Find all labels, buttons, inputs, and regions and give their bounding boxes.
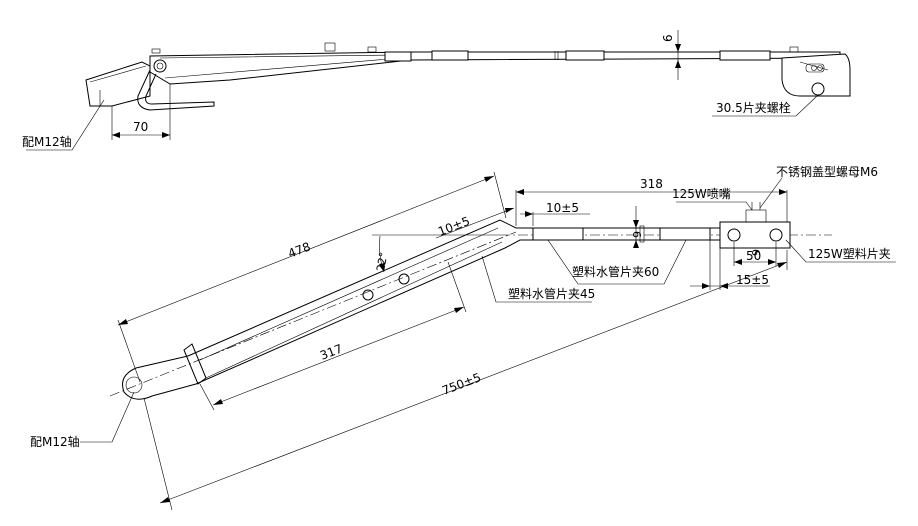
main-arm-hole-1: [362, 289, 374, 301]
top-sleeve-4: [719, 50, 771, 61]
main-dim-angle: 22°: [374, 251, 390, 272]
main-dim-clip-offset: 15±5: [736, 273, 769, 287]
main-dim-clip-small: 9: [750, 249, 763, 256]
top-pivot-circle: [153, 59, 167, 73]
main-dim-clip: 50: [746, 249, 761, 263]
main-label-shaft: 配M12轴: [30, 434, 80, 449]
top-label-bolt: 30.5片夹螺栓: [716, 100, 791, 115]
main-label-clip45: 塑料水管片夹45: [508, 286, 595, 301]
main-clip-60-b: [659, 227, 711, 241]
main-dim-inner: 317: [318, 342, 344, 363]
main-arm-outline: [187, 219, 721, 385]
main-tip-eye: [122, 355, 197, 400]
top-dim-thickness: 6: [661, 34, 675, 42]
main-clip-60-a: [532, 227, 584, 241]
main-label-nozzle: 125W喷嘴: [672, 187, 731, 201]
main-label-clip125: 125W塑料片夹: [808, 246, 891, 261]
top-dim-width: 70: [133, 120, 148, 134]
main-view: 750±5 478 317 22° 10±5 318 10±5: [30, 165, 896, 511]
top-view: 6 70 配M12轴 30.5片夹螺栓: [22, 30, 851, 151]
main-dim-arm: 478: [286, 240, 312, 261]
main-dim-overall: 750±5: [440, 370, 483, 398]
top-end-clip: [781, 53, 851, 97]
top-spring-hook: [137, 69, 215, 111]
top-label-shaft: 配M12轴: [22, 134, 72, 149]
main-label-nut: 不锈钢盖型螺母M6: [776, 165, 878, 179]
main-dim-tube: 9: [631, 231, 644, 238]
top-sleeve-1: [384, 51, 412, 62]
main-dim-offset-mid: 10±5: [546, 201, 579, 215]
top-hub-block: [85, 61, 151, 107]
main-dim-blade: 318: [640, 177, 663, 191]
top-sleeve-3: [565, 50, 605, 61]
main-arm-hole-2: [398, 273, 410, 285]
top-sleeve-2: [431, 50, 469, 61]
main-label-clip60: 塑料水管片夹60: [572, 264, 659, 279]
main-end-clip: [719, 221, 791, 249]
